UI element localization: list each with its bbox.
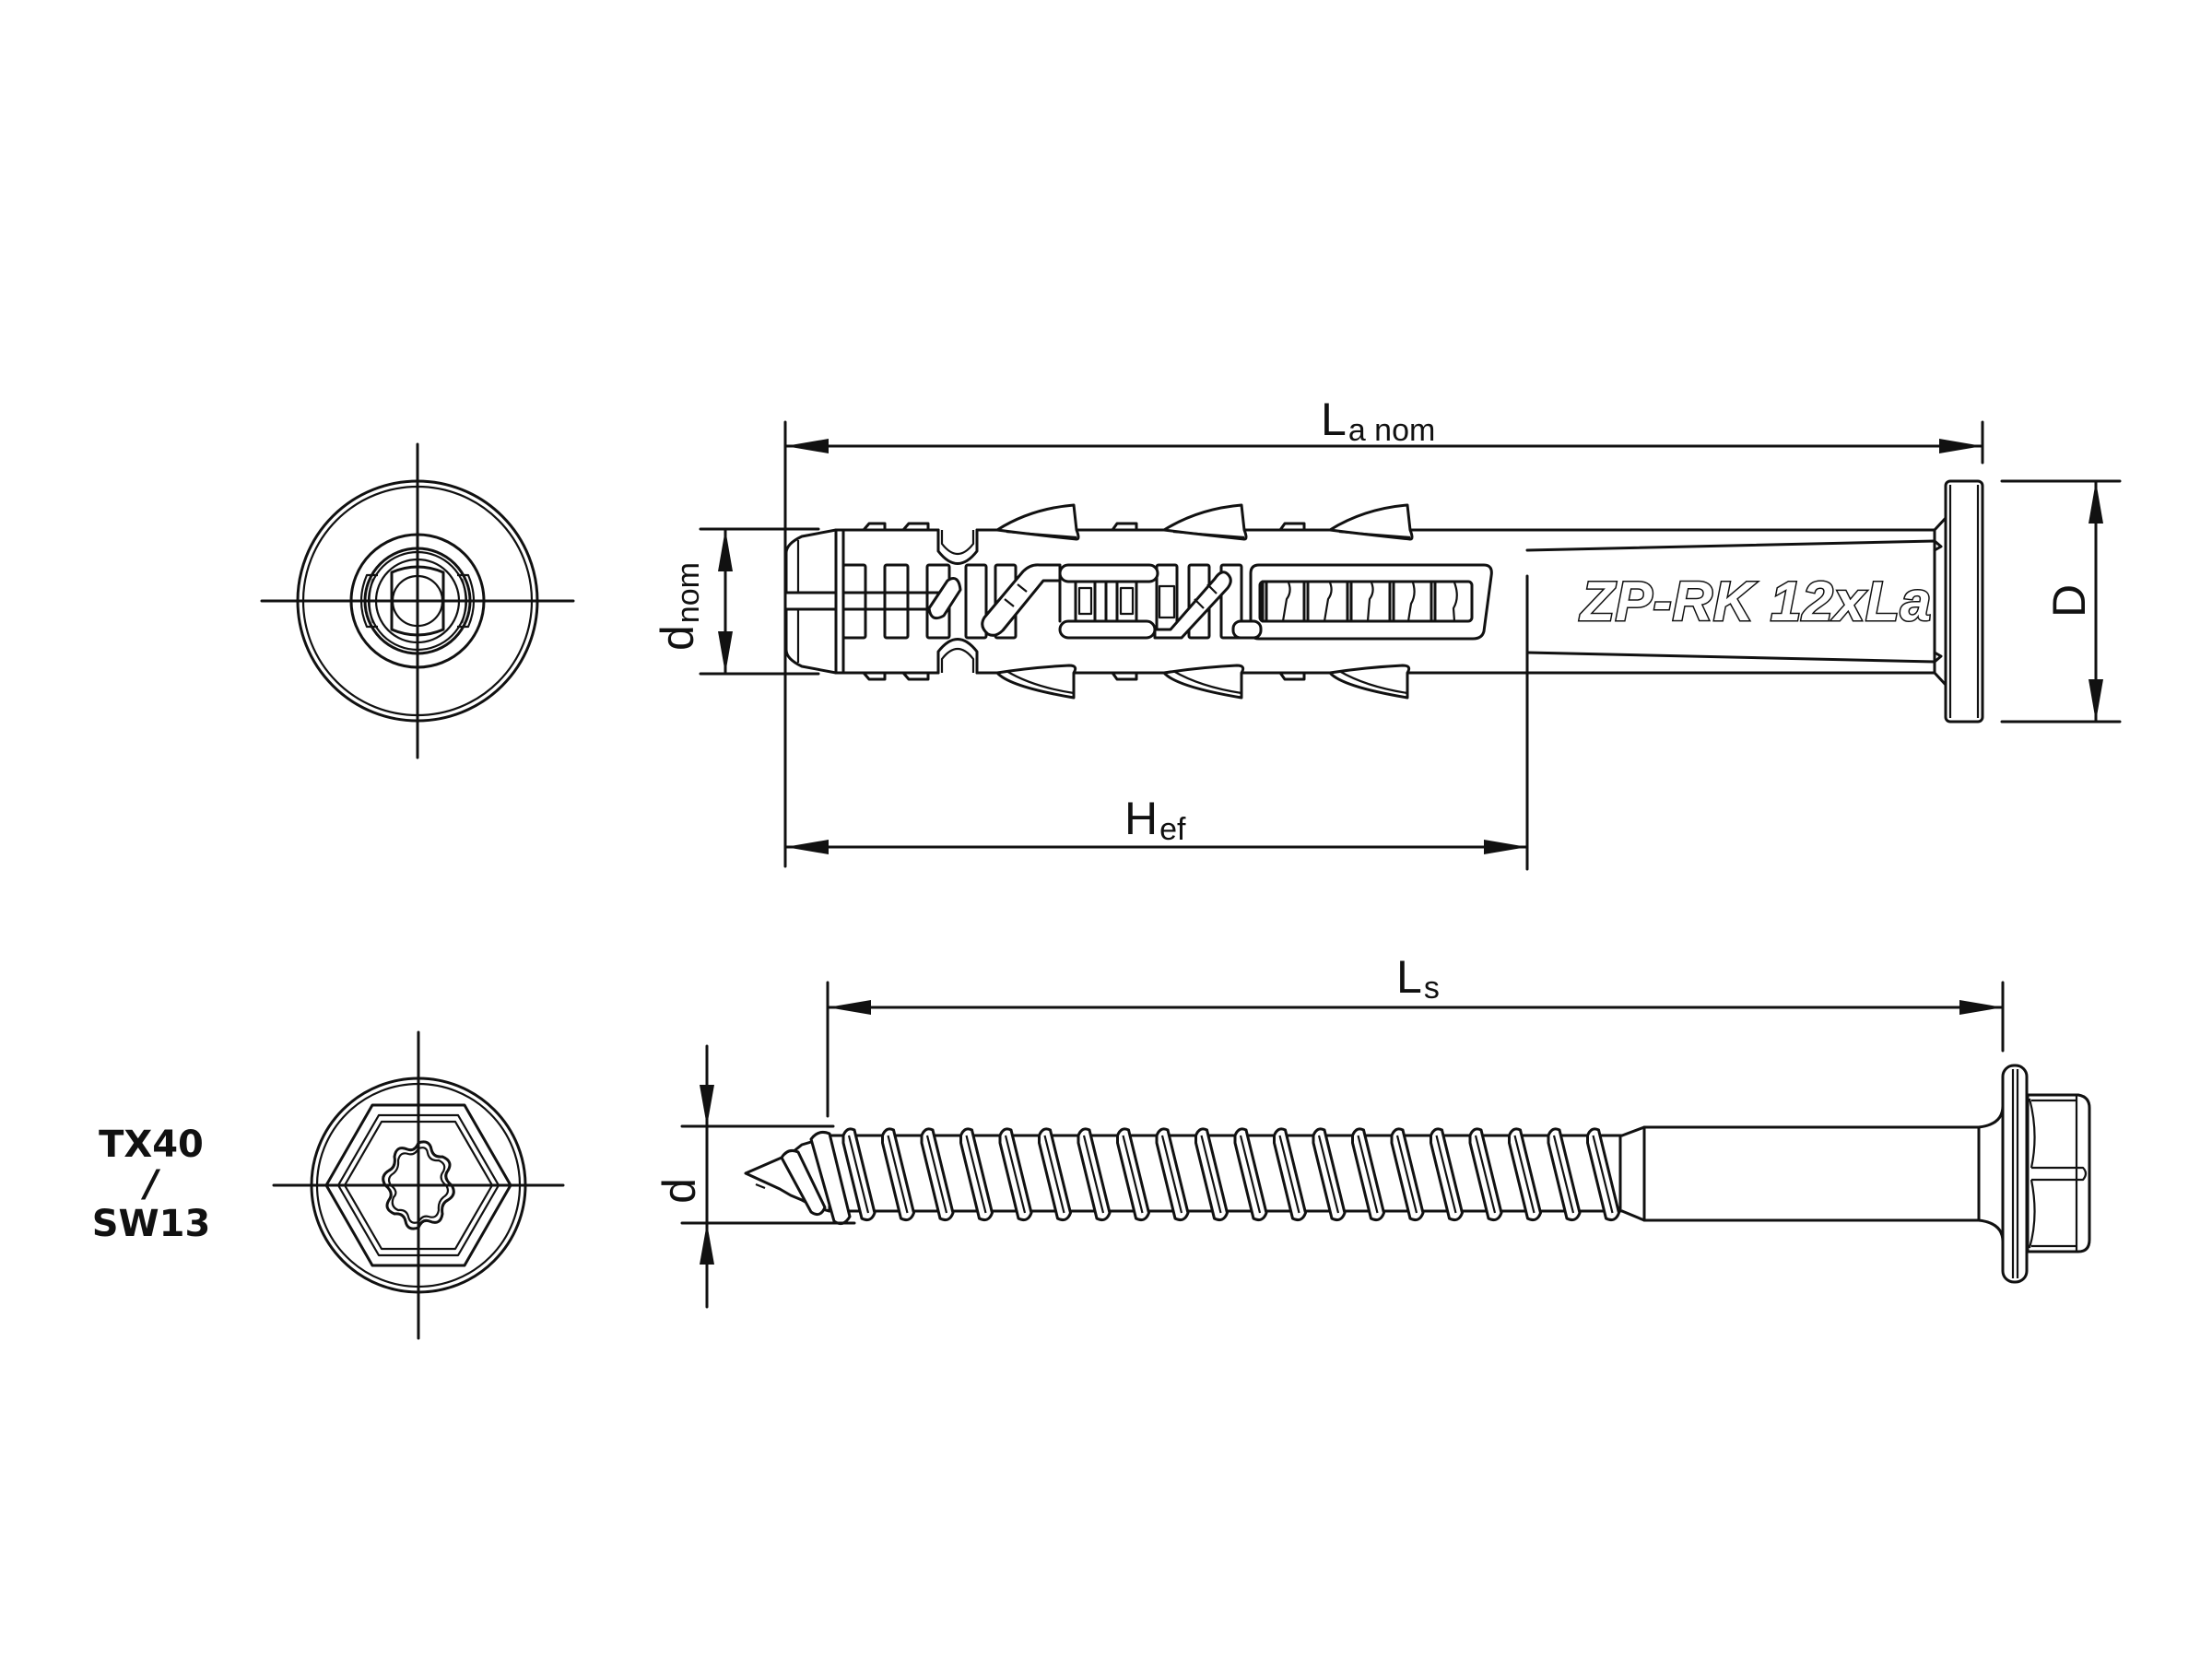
anchor-imprint: ZP-RK 12xLa [1579, 571, 1932, 632]
drive-hex-label: SW13 [92, 1203, 211, 1245]
drive-torx-label: TX40 [99, 1124, 204, 1166]
dim-la-nom-label: La nom [1321, 394, 1435, 448]
anchor-collar [1944, 479, 1984, 724]
dim-hef-label: Hef [1124, 793, 1186, 847]
dim-dnom-label: dnom [652, 562, 706, 651]
drive-label: TX40 / SW13 [92, 1124, 211, 1245]
screw-dimensions: Ls d [653, 951, 2005, 1309]
screw-flange [2001, 1064, 2029, 1284]
drive-separator: / [141, 1163, 161, 1206]
dim-d-collar-label: D [2043, 584, 2095, 618]
anchor-side-view: ZP-RK 12xLa [784, 479, 1984, 724]
thread-crests [841, 1127, 1620, 1221]
screw-side-view [744, 1064, 2091, 1284]
dim-ls-label: Ls [1396, 951, 1440, 1006]
anchor-teeth [862, 522, 1306, 681]
anchor-end-view [260, 442, 575, 759]
long-slot-ribs [1261, 580, 1458, 623]
screw-hex-head [2026, 1093, 2091, 1253]
anchor-spikes [995, 503, 1414, 700]
dim-d-screw-label: d [653, 1178, 705, 1204]
anchor-dimensions: La nom Hef dnom D [652, 394, 2122, 871]
screw-end-view [272, 1030, 565, 1340]
